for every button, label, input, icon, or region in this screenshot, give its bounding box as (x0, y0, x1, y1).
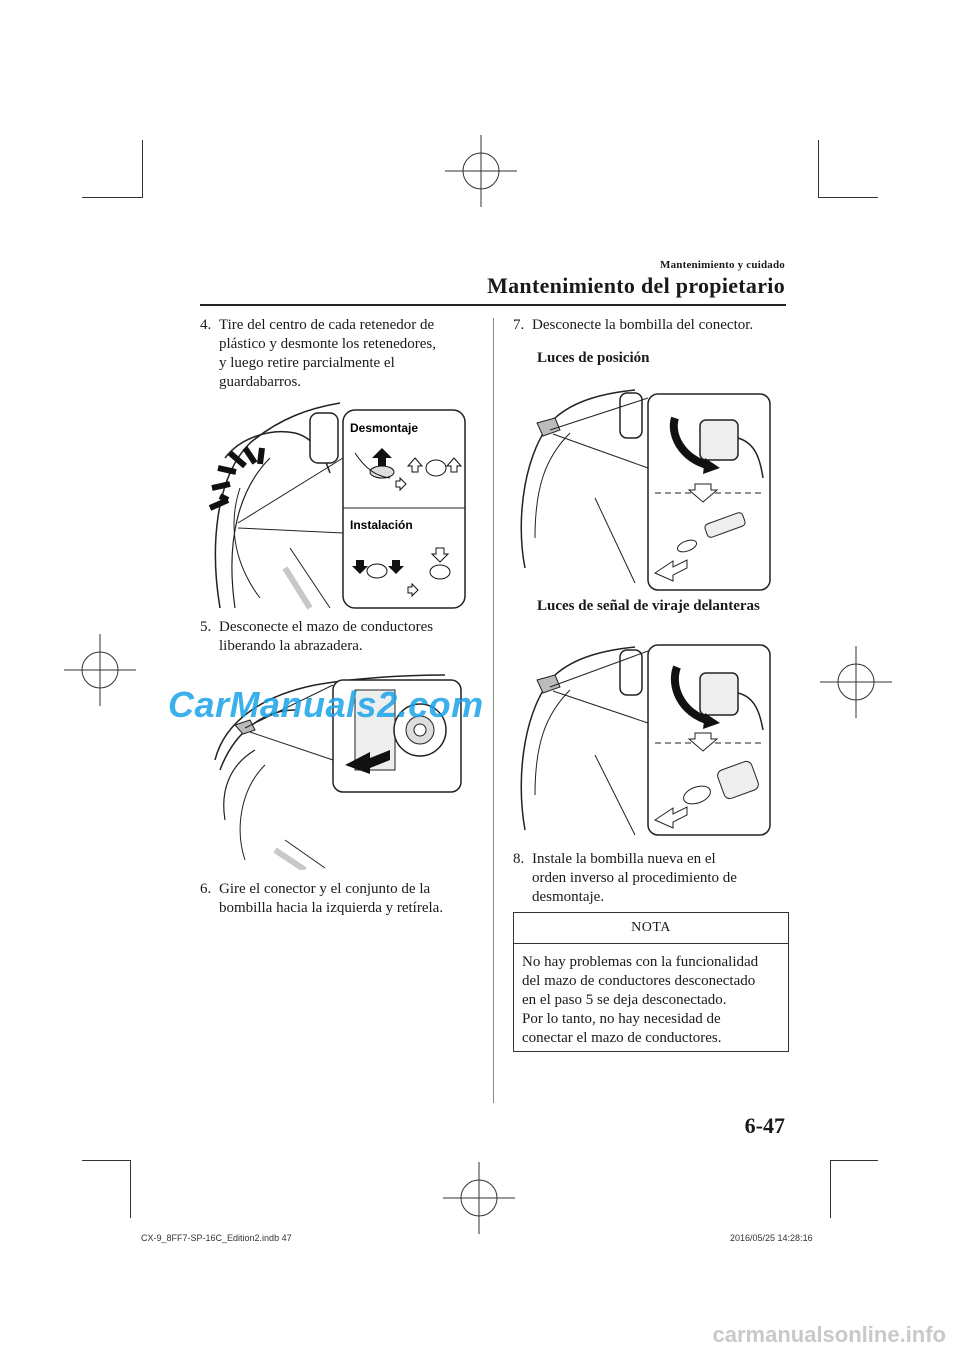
column-divider (493, 318, 494, 1103)
step-line: Desconecte el mazo de conductores (219, 619, 434, 635)
step-line: orden inverso al procedimiento de (532, 870, 737, 886)
watermark-logo: CarManuals2.com (168, 684, 484, 725)
site-watermark: carmanualsonline.info (712, 1322, 947, 1347)
note-box: NOTA No hay problemas con la funcionalid… (513, 912, 789, 1052)
step-8: 8. Instale la bombilla nueva en el orden… (513, 850, 793, 910)
note-body: No hay problemas con la funcionalidad de… (522, 953, 784, 1048)
step-number: 4. (200, 317, 212, 333)
section-title: Mantenimiento del propietario (487, 273, 785, 298)
registration-mark-top (445, 135, 517, 207)
registration-mark-left (64, 634, 136, 706)
note-line: Por lo tanto, no hay necesidad de (522, 1011, 721, 1027)
caption-turn-signal-lights: Luces de señal de viraje delanteras (537, 598, 760, 614)
step-line: bombilla hacia la izquierda y retírela. (219, 900, 444, 916)
step-number: 6. (200, 881, 212, 897)
caption-position-lights: Luces de posición (537, 350, 650, 366)
registration-mark-right (820, 646, 892, 718)
step-line: plástico y desmonte los retenedores, (219, 336, 437, 352)
note-line: en el paso 5 se deja desconectado. (522, 992, 727, 1008)
step-7: 7. Desconecte la bombilla del conector. (513, 316, 793, 336)
step-line: Desconecte la bombilla del conector. (532, 317, 754, 333)
step-number: 8. (513, 851, 525, 867)
turn-signal-figure (520, 644, 771, 836)
step-5: 5. Desconecte el mazo de conductores lib… (200, 618, 490, 658)
label-remove: Desmontaje (350, 421, 418, 435)
step-line: Gire el conector y el conjunto de la (219, 881, 431, 897)
step-line: Instale la bombilla nueva en el (532, 851, 716, 867)
step-6: 6. Gire el conector y el conjunto de la … (200, 880, 490, 920)
harness-figure (214, 674, 462, 870)
step-number: 5. (200, 619, 212, 635)
registration-mark-bottom (443, 1162, 515, 1234)
step-4: 4. Tire del centro de cada retenedor de … (200, 316, 490, 396)
header-rule (200, 304, 786, 306)
note-line: No hay problemas con la funcionalidad (522, 954, 759, 970)
label-install: Instalación (350, 518, 413, 532)
position-light-figure (520, 389, 771, 591)
step-line: y luego retire parcialmente el (219, 355, 395, 371)
step-line: liberando la abrazadera. (219, 638, 363, 654)
retainer-figure: Desmontaje Instalación (208, 402, 466, 610)
note-line: del mazo de conductores desconectado (522, 973, 756, 989)
step-line: desmontaje. (532, 889, 605, 905)
note-title: NOTA (514, 913, 788, 944)
note-line: conectar el mazo de conductores. (522, 1030, 722, 1046)
step-line: Tire del centro de cada retenedor de (219, 317, 435, 333)
page-number: 6-47 (744, 1113, 785, 1138)
footer-timestamp: 2016/05/25 14:28:16 (730, 1233, 813, 1243)
step-number: 7. (513, 317, 525, 333)
section-subtitle: Mantenimiento y cuidado (660, 259, 785, 271)
step-line: guardabarros. (219, 374, 302, 390)
footer-file: CX-9_8FF7-SP-16C_Edition2.indb 47 (141, 1233, 292, 1243)
